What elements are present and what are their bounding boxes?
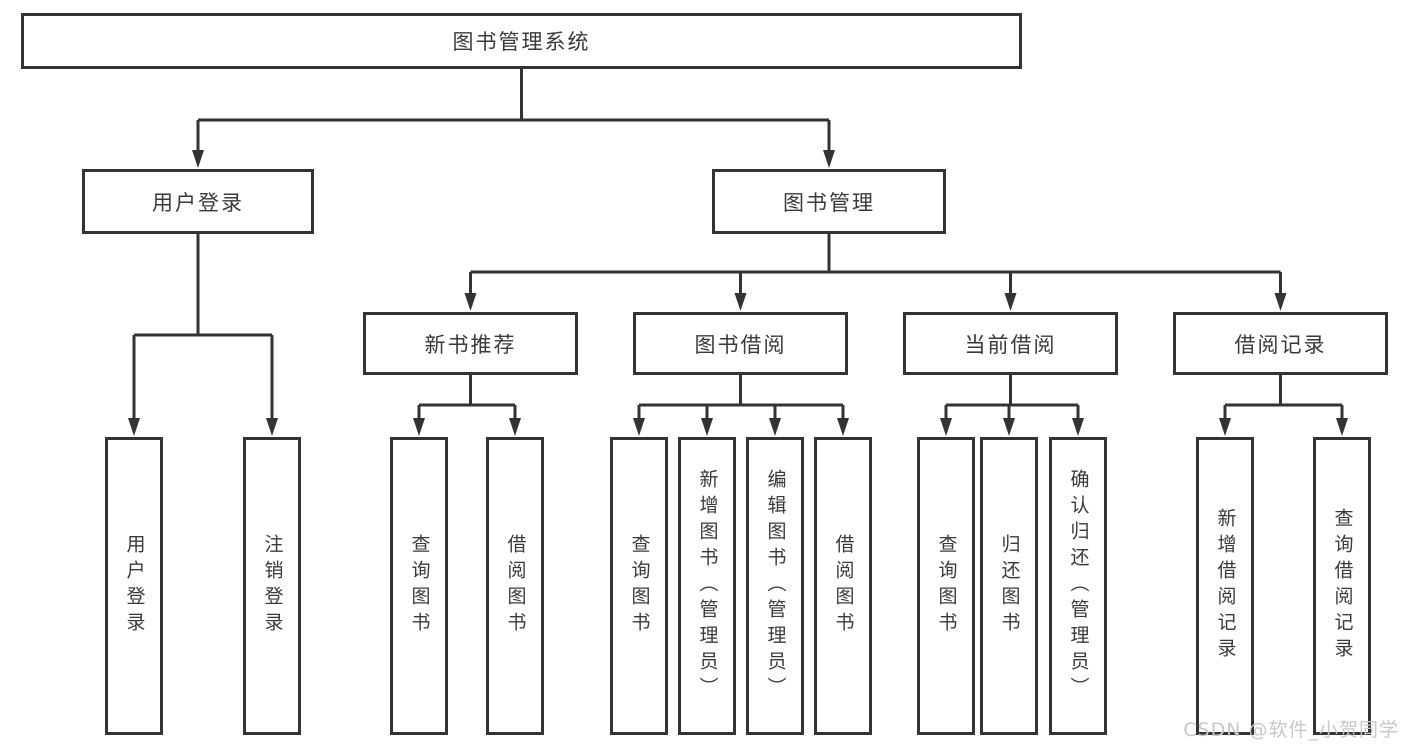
leaf-user-login-label: 用户登录 — [123, 534, 146, 638]
node-borrow-records-label: 借阅记录 — [1234, 332, 1327, 357]
connector-current-borrow-children — [946, 375, 1078, 407]
node-user-login: 用户登录 — [82, 169, 314, 234]
leaf-query-books-3: 查询图书 — [917, 437, 975, 735]
leaf-add-book-admin: 新增图书（管理员） — [678, 437, 736, 735]
leaf-borrow-books-1: 借阅图书 — [486, 437, 544, 735]
leaf-add-book-admin-label: 新增图书（管理员） — [696, 469, 719, 703]
leaf-logout: 注销登录 — [243, 437, 301, 735]
node-book-borrow-label: 图书借阅 — [694, 332, 787, 357]
node-new-book-recommend: 新书推荐 — [363, 312, 578, 375]
leaf-borrow-books-1-label: 借阅图书 — [504, 534, 527, 638]
leaf-query-books-2-label: 查询图书 — [628, 534, 651, 638]
leaf-query-books-2: 查询图书 — [610, 437, 668, 735]
connector-book-borrow-children — [639, 375, 843, 407]
connector-root-level2 — [198, 69, 829, 122]
node-book-borrow: 图书借阅 — [633, 312, 848, 375]
leaf-return-book-label: 归还图书 — [998, 534, 1021, 638]
leaf-query-borrow-record-label: 查询借阅记录 — [1331, 508, 1354, 664]
leaf-borrow-books-2-label: 借阅图书 — [832, 534, 855, 638]
leaf-query-books-1-label: 查询图书 — [408, 534, 431, 638]
node-root: 图书管理系统 — [21, 13, 1022, 69]
leaf-query-books-1: 查询图书 — [390, 437, 448, 735]
leaf-confirm-return-admin-label: 确认归还（管理员） — [1067, 469, 1090, 703]
leaf-query-books-3-label: 查询图书 — [935, 534, 958, 638]
connector-book-management-children — [470, 234, 1281, 274]
leaf-confirm-return-admin: 确认归还（管理员） — [1049, 437, 1107, 735]
connector-new-book-recommend-children — [419, 375, 515, 407]
leaf-borrow-books-2: 借阅图书 — [814, 437, 872, 735]
node-current-borrow-label: 当前借阅 — [964, 332, 1057, 357]
leaf-query-borrow-record: 查询借阅记录 — [1313, 437, 1371, 735]
node-user-login-label: 用户登录 — [152, 190, 244, 215]
node-new-book-recommend-label: 新书推荐 — [424, 332, 517, 357]
leaf-edit-book-admin-label: 编辑图书（管理员） — [764, 469, 787, 703]
leaf-edit-book-admin: 编辑图书（管理员） — [746, 437, 804, 735]
connector-user-login-children — [134, 234, 272, 337]
connector-borrow-records-children — [1225, 375, 1342, 407]
node-root-label: 图书管理系统 — [452, 30, 591, 54]
node-borrow-records: 借阅记录 — [1173, 312, 1388, 375]
leaf-add-borrow-record-label: 新增借阅记录 — [1214, 508, 1237, 664]
node-book-management-label: 图书管理 — [783, 190, 875, 215]
leaf-user-login: 用户登录 — [105, 437, 163, 735]
node-current-borrow: 当前借阅 — [903, 312, 1118, 375]
leaf-add-borrow-record: 新增借阅记录 — [1196, 437, 1254, 735]
leaf-logout-label: 注销登录 — [261, 534, 284, 638]
watermark: CSDN @软件_小贺同学 — [1183, 719, 1399, 741]
leaf-return-book: 归还图书 — [980, 437, 1038, 735]
node-book-management: 图书管理 — [712, 169, 946, 234]
